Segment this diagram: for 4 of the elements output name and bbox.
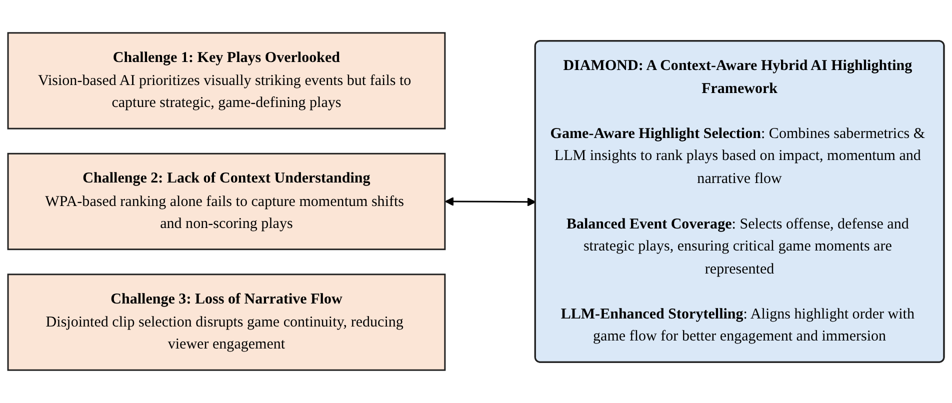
node-box: Challenge 3: Loss of Narrative Flow Disjointed clip selection disrupts game continuity, reducing viewer engagement bbox=[7, 274, 446, 371]
arrow bbox=[444, 197, 536, 206]
node-box: Challenge 2: Lack of Context Understanding WPA-based ranking alone fails to capture momentum shifts and non-scoring plays bbox=[7, 152, 446, 250]
node-box: Challenge 1: Key Plays Overlooked Vision-based AI prioritizes visually striking events but fails to capture strategic, game-defining plays bbox=[7, 32, 446, 130]
